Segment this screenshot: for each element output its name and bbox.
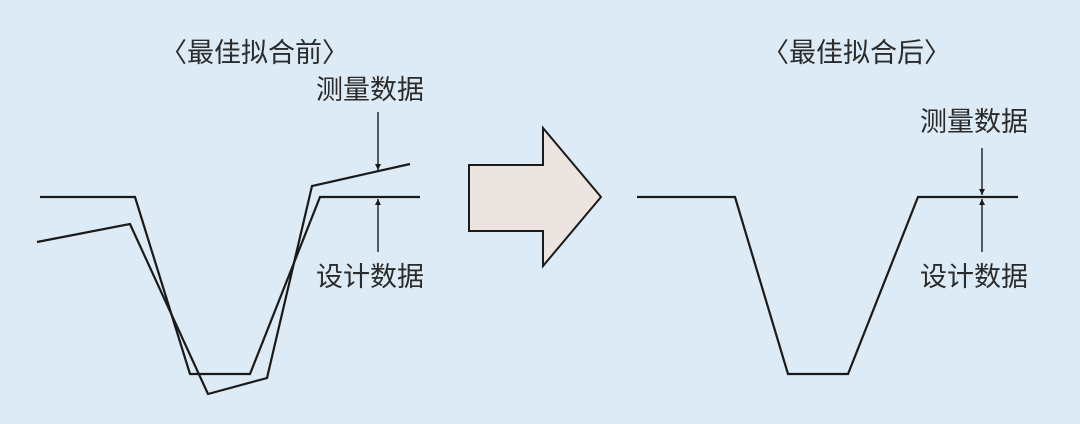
measured-profile-before [36,162,411,396]
design-profile-before [40,195,420,376]
before-fit-title: 〈最佳拟合前〉 [160,38,349,69]
fitted-profile-after [637,195,1018,376]
after-fit-title: 〈最佳拟合后〉 [762,38,951,69]
after-design-label: 设计数据 [920,262,1028,293]
right-arrow-icon [468,125,603,269]
after-measured-label: 测量数据 [920,107,1028,138]
before-measured-label: 测量数据 [316,75,424,106]
before-design-label: 设计数据 [316,262,424,293]
